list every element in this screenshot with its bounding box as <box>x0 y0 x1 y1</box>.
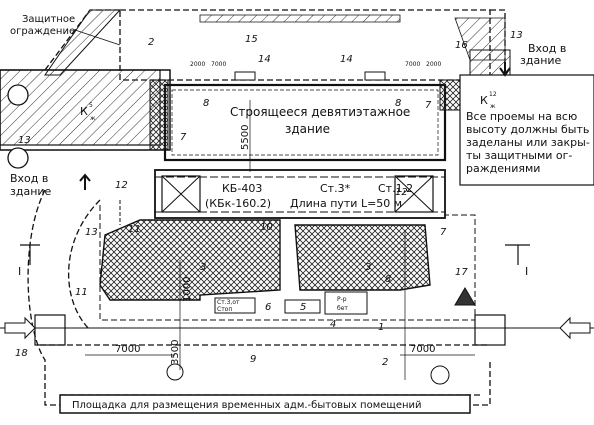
callout-9: 9 <box>250 354 256 365</box>
entry-left-label-1: Вход в <box>10 172 48 185</box>
callout-12b: 12 <box>395 187 408 198</box>
entry-right-label-2: здание <box>520 54 562 67</box>
mortar-label: Р-р <box>337 296 347 303</box>
k-left-base: К <box>80 105 88 118</box>
bottom-area-label: Площадка для размещения временных адм.-б… <box>72 400 422 411</box>
pole-circle-2 <box>7 147 29 169</box>
callout-8a: 8 <box>203 98 209 109</box>
stack-label-2: Стоп <box>217 306 232 313</box>
dim-3500: 3500 <box>170 340 181 365</box>
callout-13c: 13 <box>85 227 98 238</box>
callout-1: 1 <box>378 322 384 333</box>
entry-arrow-left-icon <box>79 173 91 190</box>
callout-18: 18 <box>15 348 28 359</box>
callout-16: 16 <box>455 40 468 51</box>
k-right-base: К <box>480 94 488 107</box>
dim-7000b: 7000 <box>405 61 420 68</box>
gate-right <box>474 314 506 346</box>
note-line-2: высоту должны быть <box>466 123 589 136</box>
right-canopy <box>459 74 594 186</box>
callout-3a: 3 <box>200 262 206 273</box>
left-canopy <box>0 69 171 151</box>
callout-11b: 11 <box>75 287 88 298</box>
dim-7000a: 7000 <box>211 61 226 68</box>
arrow-left-icon <box>4 316 36 340</box>
note-line-1: Все проемы на всю <box>466 110 577 123</box>
crane-st3-label: Ст.3* <box>320 182 351 195</box>
callout-5: 5 <box>300 302 306 313</box>
callout-4: 4 <box>330 319 336 330</box>
callout-14b: 14 <box>340 54 353 65</box>
entry-arrow-right-icon <box>499 62 511 77</box>
section-mark-right-label: I <box>525 265 528 278</box>
callout-8c: 8 <box>385 274 391 285</box>
stack-label: Ст.3,от <box>217 299 240 306</box>
callout-7b: 7 <box>425 100 432 111</box>
callout-17: 17 <box>455 267 468 278</box>
protective-fence <box>0 9 511 146</box>
section-mark-left-label: I <box>18 265 21 278</box>
warning-sign-icon <box>454 287 476 306</box>
bottom-area-box <box>59 394 471 414</box>
stack-box <box>214 297 256 314</box>
callout-8b: 8 <box>395 98 401 109</box>
mortar-box <box>324 291 368 315</box>
left-canopy-hatch <box>149 79 169 151</box>
crane-track <box>154 169 446 219</box>
dim-2000b: 2000 <box>426 61 441 68</box>
note-line-5: раждениями <box>466 162 540 175</box>
note-line-3: заделаны или закры- <box>466 136 590 149</box>
callout-7a: 7 <box>180 132 187 143</box>
storage-area-left <box>99 219 281 301</box>
k-right-sub: ж <box>490 103 496 110</box>
callout-7c: 7 <box>440 227 447 238</box>
callout-12a: 12 <box>115 180 128 191</box>
dim-7000-right: 7000 <box>410 344 435 355</box>
crane-left-alt-label: (КБк-160.2) <box>205 197 271 210</box>
dim-1000: 1000 <box>182 277 193 302</box>
pole-circle-1 <box>7 84 29 106</box>
dim-7000-left: 7000 <box>115 344 140 355</box>
dim-5500: 5500 <box>240 125 251 150</box>
k-right-sup: 12 <box>489 91 497 98</box>
callout-13b: 13 <box>18 135 31 146</box>
section-mark-right <box>505 244 530 265</box>
entry-right-label-1: Вход в <box>528 42 566 55</box>
k-left-sup: 5 <box>89 102 93 109</box>
building-label-2: здание <box>285 122 330 136</box>
building <box>163 71 447 162</box>
k-left-sub: ж <box>90 115 96 122</box>
gate-left <box>34 314 66 346</box>
mortar-label-2: бет <box>337 305 348 312</box>
callout-11a: 11 <box>128 224 141 235</box>
storage-area-right <box>294 224 431 291</box>
fence-label-1: Защитное <box>22 14 75 25</box>
pole-circle-3 <box>166 363 184 381</box>
callout-2a: 2 <box>148 37 154 48</box>
pole-circle-4 <box>430 365 450 385</box>
crane-st12-label: Ст.1,2 <box>378 182 413 195</box>
callout-15: 15 <box>245 34 258 45</box>
callout-3b: 3 <box>365 262 371 273</box>
callout-10: 10 <box>260 222 273 233</box>
entry-left-label-2: здание <box>10 185 52 198</box>
fence-label-2: ограждение <box>10 26 75 37</box>
callout-6: 6 <box>265 302 271 313</box>
section-mark-left <box>20 244 40 265</box>
fence-leader <box>74 29 121 46</box>
note-line-4: ты защитными ог- <box>466 149 572 162</box>
box-5 <box>284 299 321 314</box>
arrow-right-icon <box>559 316 591 340</box>
callout-14a: 14 <box>258 54 271 65</box>
building-label-1: Строящееся девятиэтажное <box>230 105 410 119</box>
crane-path-label: Длина пути L=50 м <box>290 197 402 210</box>
callout-2b: 2 <box>382 357 388 368</box>
dim-2000a: 2000 <box>190 61 205 68</box>
callout-13a: 13 <box>510 30 523 41</box>
crane-left-label: КБ-403 <box>222 182 262 195</box>
